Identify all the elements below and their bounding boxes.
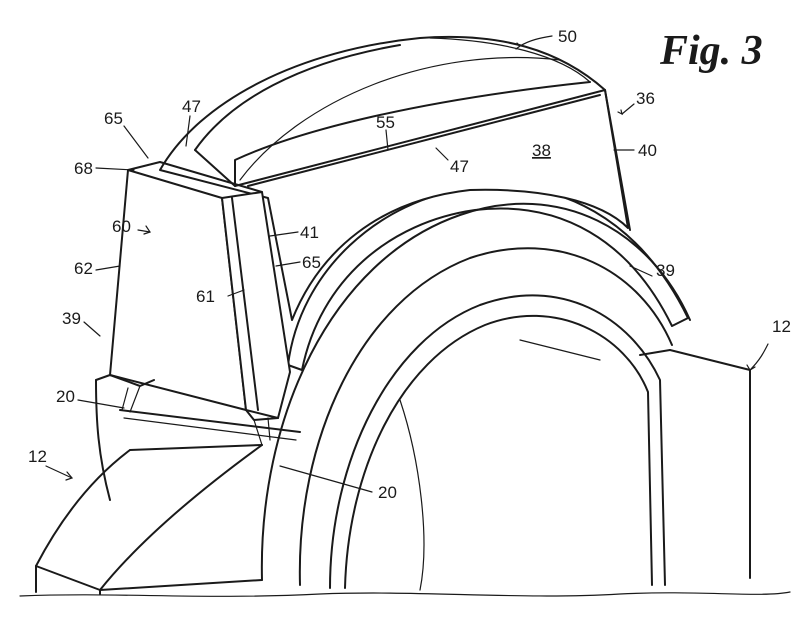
label-39-left: 39 xyxy=(62,309,81,328)
label-40: 40 xyxy=(638,141,657,160)
leader-lines xyxy=(45,35,769,493)
label-38: 38 xyxy=(532,141,551,160)
label-62: 62 xyxy=(74,259,93,278)
label-55: 55 xyxy=(376,113,395,132)
label-65-mid: 65 xyxy=(302,253,321,272)
arched-strip xyxy=(287,185,689,371)
ground-line xyxy=(19,591,791,597)
front-block xyxy=(95,161,291,446)
label-65-top: 65 xyxy=(104,109,123,128)
lower-housing xyxy=(35,349,751,595)
label-68: 68 xyxy=(74,159,93,178)
label-47-top: 47 xyxy=(182,97,201,116)
label-20-right: 20 xyxy=(378,483,397,502)
label-12-left: 12 xyxy=(28,447,47,466)
label-41: 41 xyxy=(300,223,319,242)
upper-housing xyxy=(159,35,631,321)
arch-body xyxy=(260,202,691,591)
label-60: 60 xyxy=(112,217,131,236)
label-20-left: 20 xyxy=(56,387,75,406)
label-61: 61 xyxy=(196,287,215,306)
label-47-mid: 47 xyxy=(450,157,469,176)
label-12-right: 12 xyxy=(772,317,791,336)
label-50: 50 xyxy=(558,27,577,46)
figure-title: Fig. 3 xyxy=(659,28,763,74)
reference-labels: 50 36 47 55 65 38 40 47 68 41 60 62 65 3… xyxy=(28,27,791,502)
label-39-right: 39 xyxy=(656,261,675,280)
label-36: 36 xyxy=(636,89,655,108)
